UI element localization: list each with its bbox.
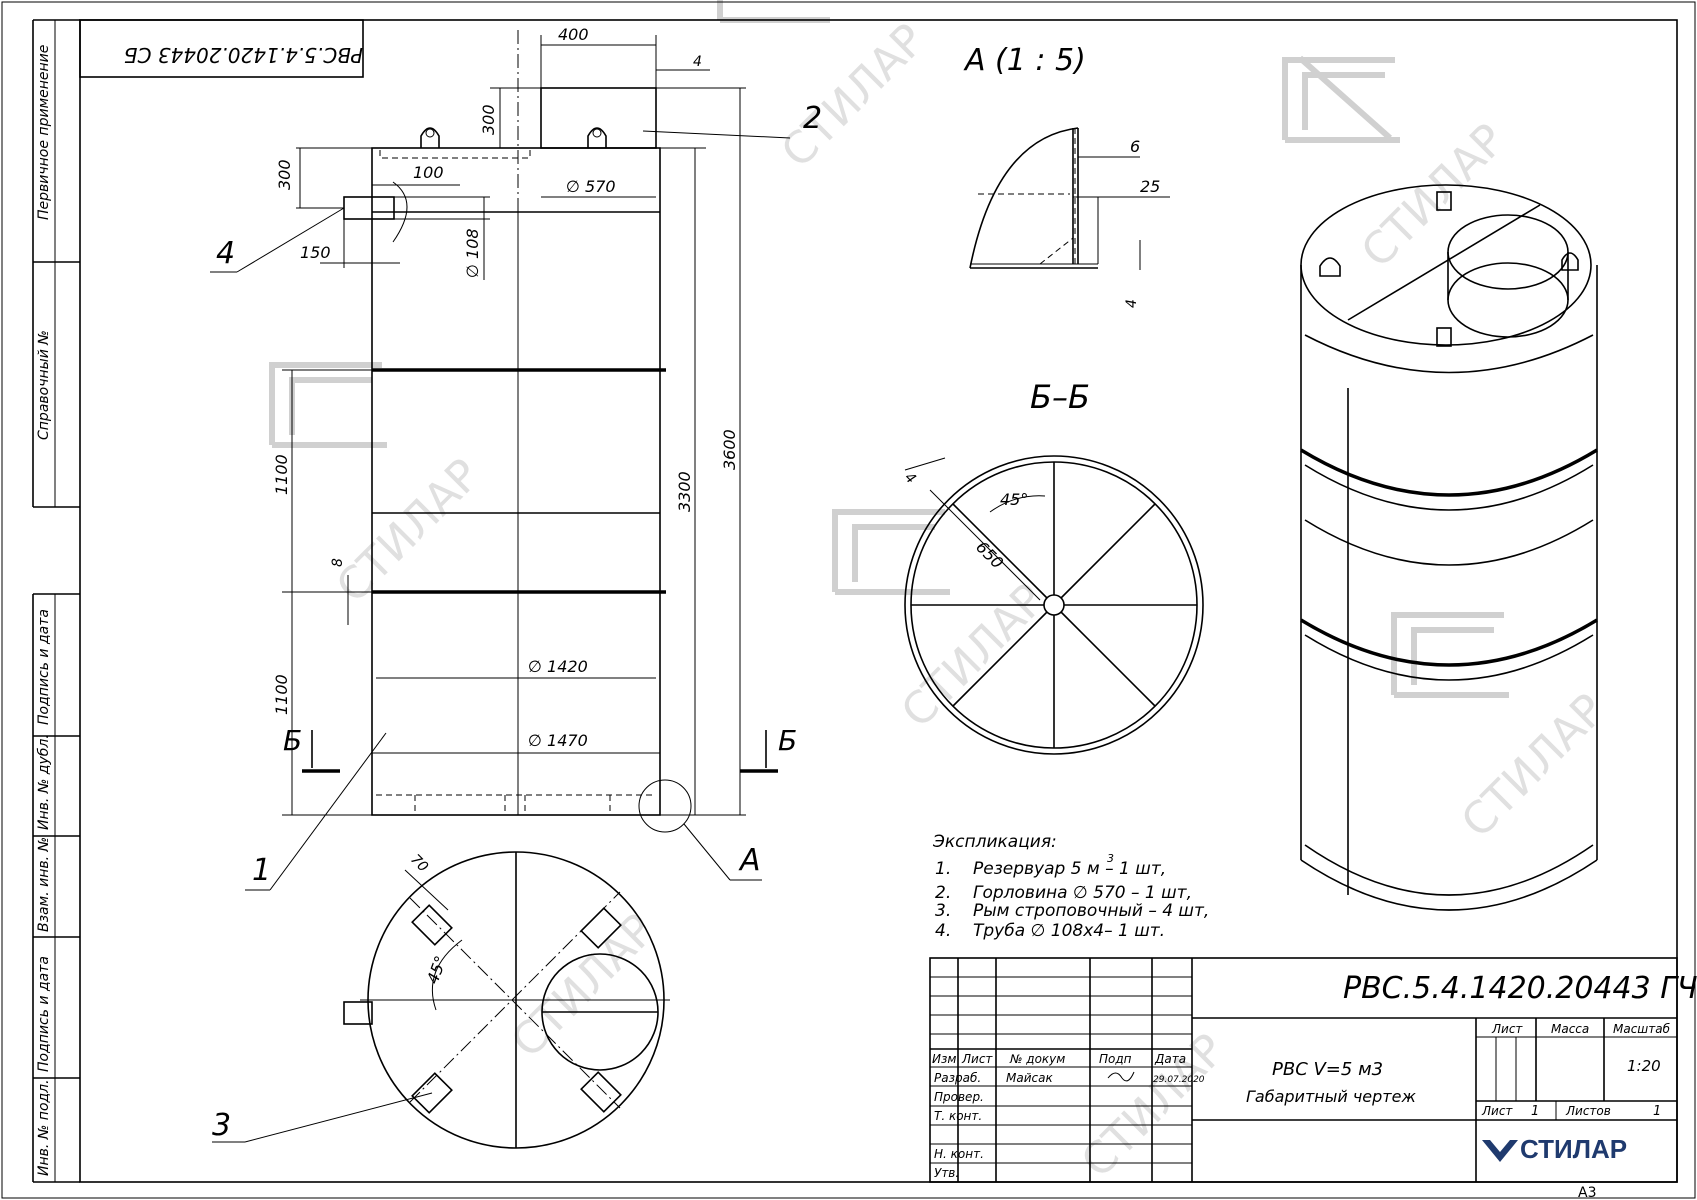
- svg-text:Лист: Лист: [961, 1052, 993, 1066]
- drawing-name-2: Габаритный чертеж: [1246, 1087, 1416, 1106]
- svg-text:№ докум: № докум: [1009, 1052, 1065, 1066]
- svg-text:СТИЛАР: СТИЛАР: [327, 449, 491, 613]
- side-label-ref: Справочный №: [36, 330, 52, 440]
- svg-text:Листов: Листов: [1565, 1104, 1611, 1118]
- svg-text:Т. конт.: Т. конт.: [934, 1109, 982, 1123]
- side-label-replace: Взам. инв. №: [36, 837, 52, 932]
- developer-name: Майсак: [1006, 1071, 1053, 1085]
- dim-1100-b: 1100: [272, 674, 291, 715]
- dim-100: 100: [413, 163, 444, 182]
- svg-text:Н. конт.: Н. конт.: [934, 1147, 984, 1161]
- front-view: 400 4 300 300 100 ∅ 570 ∅ 108 150 1100: [210, 25, 822, 891]
- callout-4: 4: [216, 236, 235, 271]
- isometric-view: [1300, 184, 1598, 911]
- svg-text:3.: 3.: [935, 901, 951, 921]
- detail-A: А (1 : 5) 6 25 4: [963, 43, 1170, 308]
- dim-108: ∅ 108: [463, 228, 482, 278]
- explication-item-1: Резервуар 5 м – 1 шт,: [973, 859, 1166, 879]
- callout-1: 1: [252, 853, 271, 888]
- top-view: 70 45° 3: [212, 851, 670, 1149]
- dim-4-top: 4: [693, 54, 702, 70]
- svg-text:2.: 2.: [935, 883, 951, 903]
- explication-item-2: Горловина ∅ 570 – 1 шт,: [973, 883, 1192, 903]
- side-label-primary: Первичное применение: [36, 45, 52, 220]
- explication: Экспликация: 1. Резервуар 5 м – 1 шт, 3 …: [932, 832, 1209, 941]
- explication-title: Экспликация:: [932, 832, 1057, 852]
- section-mark-right: Б: [778, 724, 797, 757]
- dim-25: 25: [1140, 177, 1160, 196]
- callout-2: 2: [803, 101, 822, 136]
- rotated-stamp: РВС.5.4.1420.20443 СБ: [79, 19, 364, 78]
- side-label-sign1: Подпись и дата: [36, 609, 52, 725]
- svg-text:Лист: Лист: [1481, 1104, 1513, 1118]
- svg-text:Лист: Лист: [1491, 1022, 1523, 1036]
- detail-title: А (1 : 5): [963, 43, 1086, 78]
- title-block: Изм Лист № докум Подп Дата Разраб. Майса…: [929, 957, 1697, 1200]
- svg-text:СТИЛАР: СТИЛАР: [1520, 1134, 1627, 1164]
- dim-570: ∅ 570: [566, 177, 616, 196]
- section-mark-left: Б: [283, 724, 302, 757]
- svg-text:Утв.: Утв.: [934, 1166, 959, 1180]
- svg-text:РВС.5.4.1420.20443 СБ: РВС.5.4.1420.20443 СБ: [124, 43, 363, 67]
- inner-frame: [79, 19, 1678, 1183]
- svg-text:3: 3: [1107, 852, 1114, 865]
- explication-item-4: Труба ∅ 108х4– 1 шт.: [973, 921, 1165, 941]
- svg-text:Дата: Дата: [1154, 1052, 1186, 1066]
- svg-text:1: 1: [1653, 1104, 1661, 1119]
- dim-650: 650: [972, 537, 1007, 572]
- svg-text:Изм: Изм: [932, 1052, 956, 1066]
- side-label-sign2: Подпись и дата: [36, 956, 52, 1072]
- dim-4-detail: 4: [1124, 299, 1140, 308]
- svg-text:Разраб.: Разраб.: [934, 1071, 981, 1085]
- side-label-dup: Инв. № дубл.: [36, 734, 52, 830]
- dim-3300: 3300: [675, 471, 694, 512]
- svg-text:Масса: Масса: [1551, 1022, 1589, 1036]
- dim-45-top: 45°: [423, 953, 451, 986]
- section-BB: Б–Б 650 45° 4: [901, 378, 1204, 755]
- dim-1420: ∅ 1420: [528, 657, 588, 676]
- explication-item-3: Рым строповочный – 4 шт,: [973, 901, 1209, 921]
- svg-text:1: 1: [1531, 1104, 1539, 1119]
- company-logo: СТИЛАР: [1482, 1134, 1627, 1164]
- drawing-name-1: РВС V=5 м3: [1272, 1059, 1383, 1080]
- svg-text:СТИЛАР: СТИЛАР: [772, 14, 936, 178]
- format-label: А3: [1578, 1185, 1596, 1200]
- callout-3: 3: [212, 1108, 231, 1143]
- svg-text:Подп: Подп: [1099, 1052, 1132, 1066]
- drawing-code: РВС.5.4.1420.20443 ГЧ: [1343, 971, 1697, 1006]
- svg-text:4.: 4.: [935, 921, 951, 941]
- dim-8: 8: [330, 558, 346, 567]
- dim-150: 150: [300, 243, 331, 262]
- dim-1470: ∅ 1470: [528, 731, 588, 750]
- dim-300-top: 300: [479, 104, 498, 135]
- svg-text:Провер.: Провер.: [934, 1090, 984, 1104]
- dim-45-bb: 45°: [1000, 490, 1028, 509]
- svg-text:СТИЛАР: СТИЛАР: [1452, 684, 1616, 848]
- scale-value: 1:20: [1627, 1057, 1661, 1075]
- dim-400: 400: [558, 25, 589, 44]
- side-label-orig: Инв. № подл.: [36, 1079, 52, 1176]
- svg-text:СТИЛАР: СТИЛАР: [892, 574, 1056, 738]
- dim-4-bb: 4: [901, 470, 919, 488]
- dim-6: 6: [1130, 137, 1140, 156]
- callout-A: А: [738, 843, 761, 878]
- section-title: Б–Б: [1030, 378, 1090, 416]
- dim-1100-a: 1100: [272, 454, 291, 495]
- svg-text:1.: 1.: [935, 859, 951, 879]
- date: 29.07.2020: [1153, 1075, 1205, 1085]
- dim-300-left: 300: [275, 159, 294, 190]
- watermarks: СТИЛАР СТИЛАР СТИЛАР СТИЛАР СТИЛАР СТИЛА…: [269, 0, 1616, 1188]
- side-strip: Первичное применение Справочный № Подпис…: [32, 19, 80, 1183]
- dim-3600: 3600: [720, 429, 739, 470]
- dim-70: 70: [407, 852, 431, 876]
- svg-text:Масштаб: Масштаб: [1613, 1022, 1671, 1036]
